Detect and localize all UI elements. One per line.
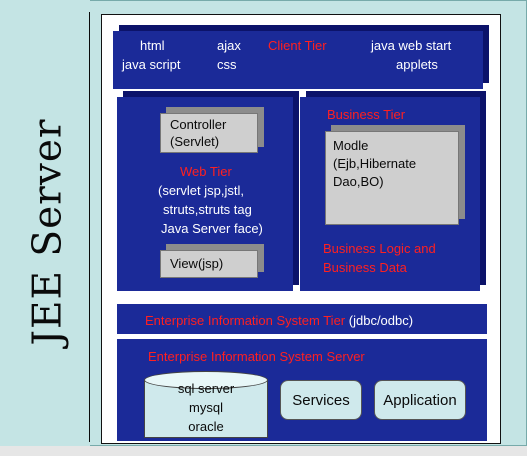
eis-server-title: Enterprise Information System Server	[148, 349, 365, 364]
client-item-ajax: ajax	[217, 38, 241, 53]
business-tier-title: Business Tier	[327, 107, 406, 122]
controller-label: Controller	[170, 117, 227, 132]
database-cylinder	[144, 380, 268, 438]
business-logic-line-1: Business Logic and	[323, 241, 436, 256]
view-label: View(jsp)	[170, 256, 224, 271]
controller-servlet-box: Controller (Servlet)	[160, 113, 258, 153]
client-item-css: css	[217, 57, 237, 72]
services-box: Services	[280, 380, 362, 420]
client-tier-box	[113, 31, 483, 89]
client-tier-title: Client Tier	[268, 38, 327, 53]
database-cylinder-top	[144, 371, 268, 389]
client-item-java-web-start: java web start	[371, 38, 452, 53]
client-item-html: html	[140, 38, 165, 53]
client-item-applets: applets	[396, 57, 438, 72]
database-mysql: mysql	[189, 400, 223, 415]
model-sublabel-1: (Ejb,Hibernate	[333, 156, 417, 171]
view-jsp-box: View(jsp)	[160, 250, 258, 278]
client-item-javascript: java script	[122, 57, 181, 72]
web-tier-tech-line-3: Java Server face)	[161, 221, 263, 236]
bottom-strip	[0, 446, 527, 456]
eis-tier-title: Enterprise Information System Tier	[145, 313, 346, 328]
application-box: Application	[374, 380, 466, 420]
web-tier-tech-line-2: struts,struts tag	[163, 202, 252, 217]
controller-sublabel: (Servlet)	[170, 134, 220, 149]
database-oracle: oracle	[188, 419, 224, 434]
side-band	[0, 0, 90, 446]
eis-tier-label: Enterprise Information System Tier (jdbc…	[145, 313, 413, 329]
side-divider	[89, 12, 90, 442]
jee-server-title: JEE Server	[25, 118, 71, 346]
database-sql-server: sql server	[177, 381, 235, 396]
model-box: Modle (Ejb,Hibernate Dao,BO)	[325, 131, 459, 225]
web-tier-tech-line-1: (servlet jsp,jstl,	[158, 183, 244, 198]
model-sublabel-2: Dao,BO)	[333, 174, 384, 189]
model-label: Modle	[333, 138, 369, 153]
web-tier-title: Web Tier	[180, 164, 232, 179]
business-logic-line-2: Business Data	[323, 260, 407, 275]
eis-tier-suffix: (jdbc/odbc)	[348, 313, 414, 328]
eis-tier-box	[117, 304, 487, 334]
